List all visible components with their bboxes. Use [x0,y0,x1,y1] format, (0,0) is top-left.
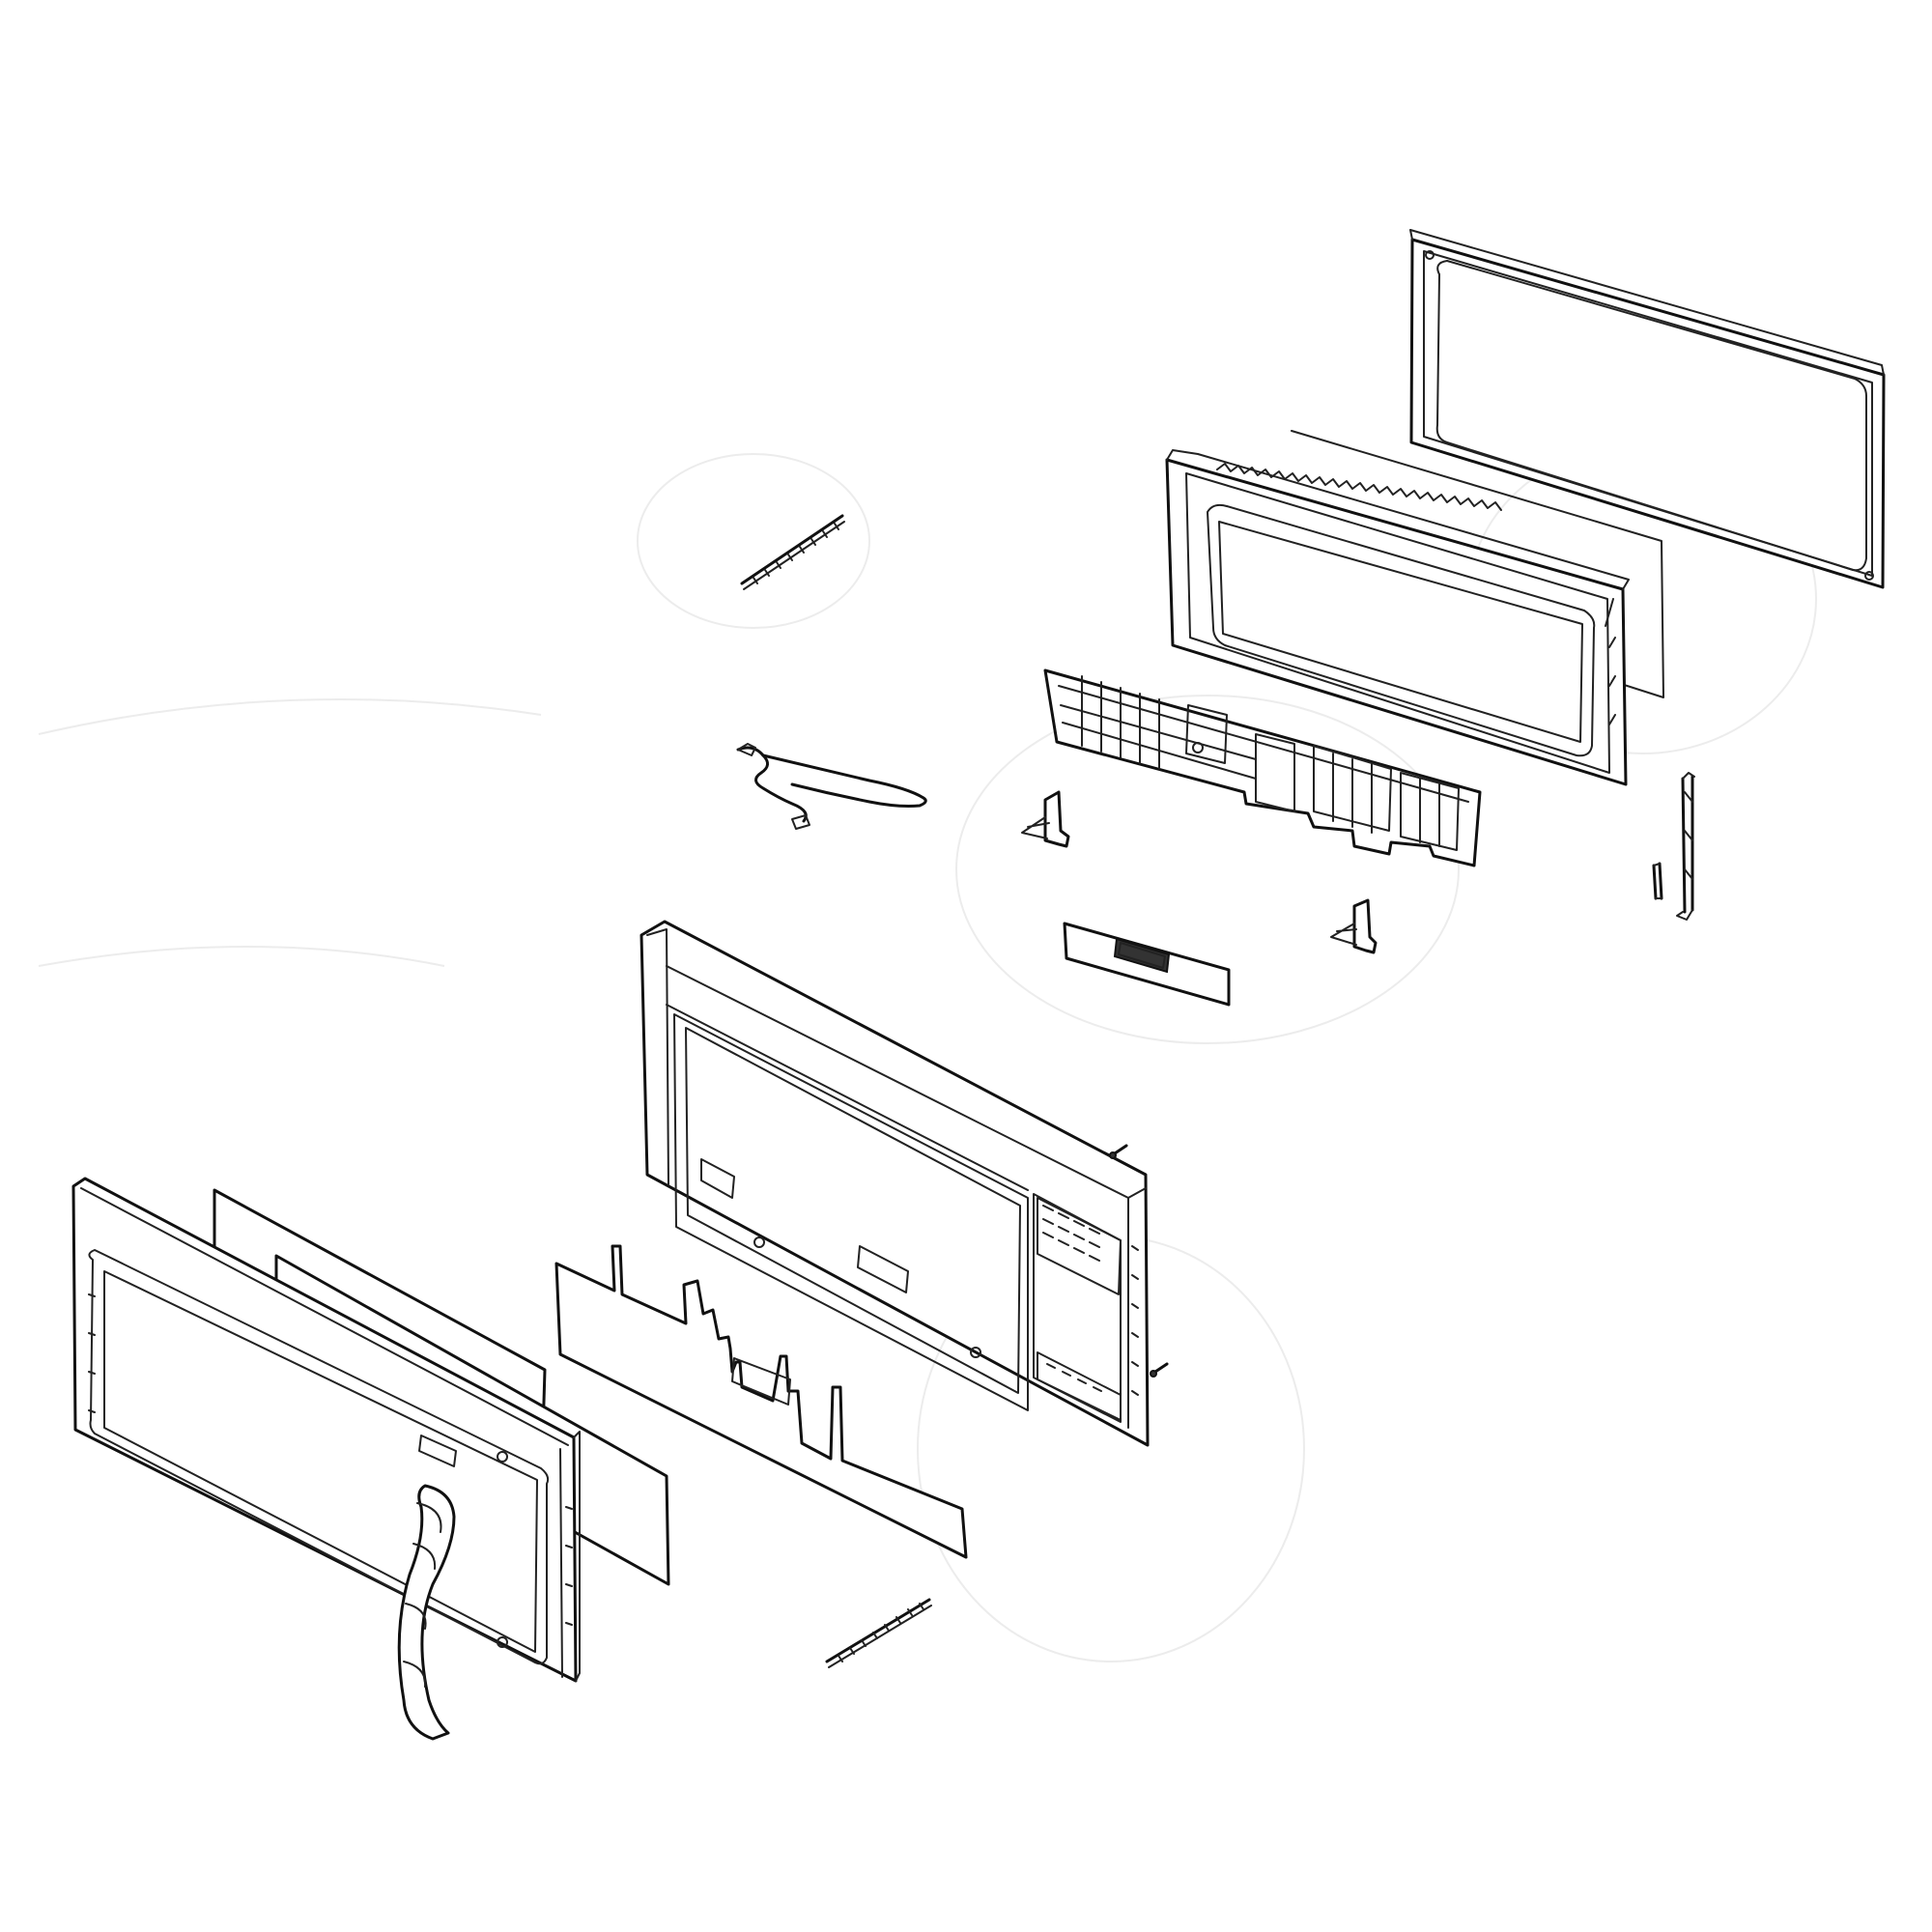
door-key-lever [1676,772,1695,921]
screw-upper [740,514,845,590]
frame-screws [1109,1144,1169,1378]
door-latch-hook-upper [1021,790,1070,848]
door-hinge-spring-upper [1652,862,1663,900]
inner-door-frame [1165,449,1630,786]
door-rear-cover [1043,668,1482,867]
wire-harness [736,743,927,830]
control-circuit-sheet [554,1244,968,1559]
door-outer-panel [71,1177,581,1683]
door-frame-assembly [639,920,1150,1447]
display-window-insert [1063,922,1231,1007]
door-back-frame [1409,229,1886,589]
door-handle [397,1484,456,1741]
door-latch-hook-lower [1330,898,1378,954]
screw-lower [825,1598,932,1668]
